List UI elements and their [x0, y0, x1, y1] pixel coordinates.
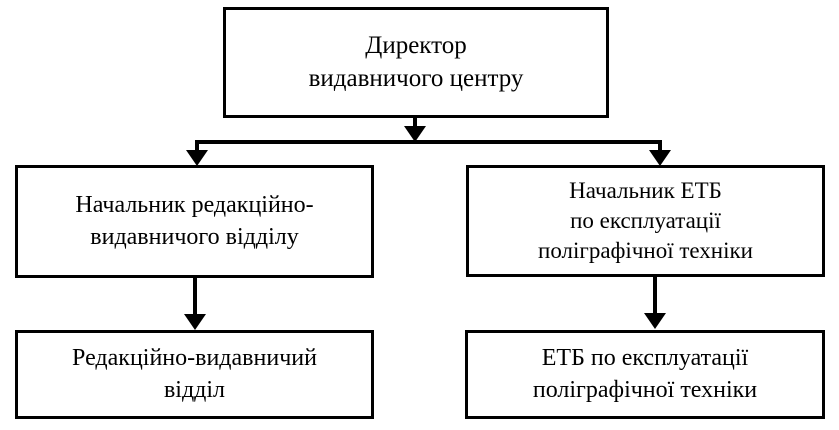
node-director: Директор видавничого центру [223, 7, 609, 118]
connector-distribution-bar [195, 140, 662, 144]
connector-to-head-etb-stem [658, 140, 662, 152]
node-head-etb: Начальник ЕТБ по експлуатації поліграфіч… [466, 165, 825, 277]
connector-to-head-etb-arrowhead-icon [649, 150, 671, 166]
connector-to-etb-dept-arrowhead-icon [644, 313, 666, 329]
node-etb-dept-label: ЕТБ по експлуатації поліграфічної технік… [532, 345, 758, 403]
connector-to-etb-dept-stem [653, 277, 657, 319]
node-editorial-dept: Редакційно-видавничий відділ [15, 330, 374, 419]
node-head-editorial: Начальник редакційно- видавничого відділ… [15, 165, 374, 278]
connector-to-head-editorial-stem [195, 140, 199, 152]
node-editorial-dept-label: Редакційно-видавничий відділ [72, 345, 317, 403]
node-etb-dept: ЕТБ по експлуатації поліграфічної технік… [465, 330, 825, 419]
connector-director-arrowhead-icon [404, 126, 426, 142]
connector-director-stem [413, 117, 417, 133]
node-head-etb-label: Начальник ЕТБ по експлуатації поліграфіч… [538, 178, 753, 263]
connector-to-head-editorial-arrowhead-icon [186, 150, 208, 166]
connector-to-editorial-dept-arrowhead-icon [184, 314, 206, 330]
connector-to-editorial-dept-stem [193, 278, 197, 320]
node-director-label: Директор видавничого центру [308, 32, 524, 92]
node-head-editorial-label: Начальник редакційно- видавничого відділ… [75, 192, 314, 250]
